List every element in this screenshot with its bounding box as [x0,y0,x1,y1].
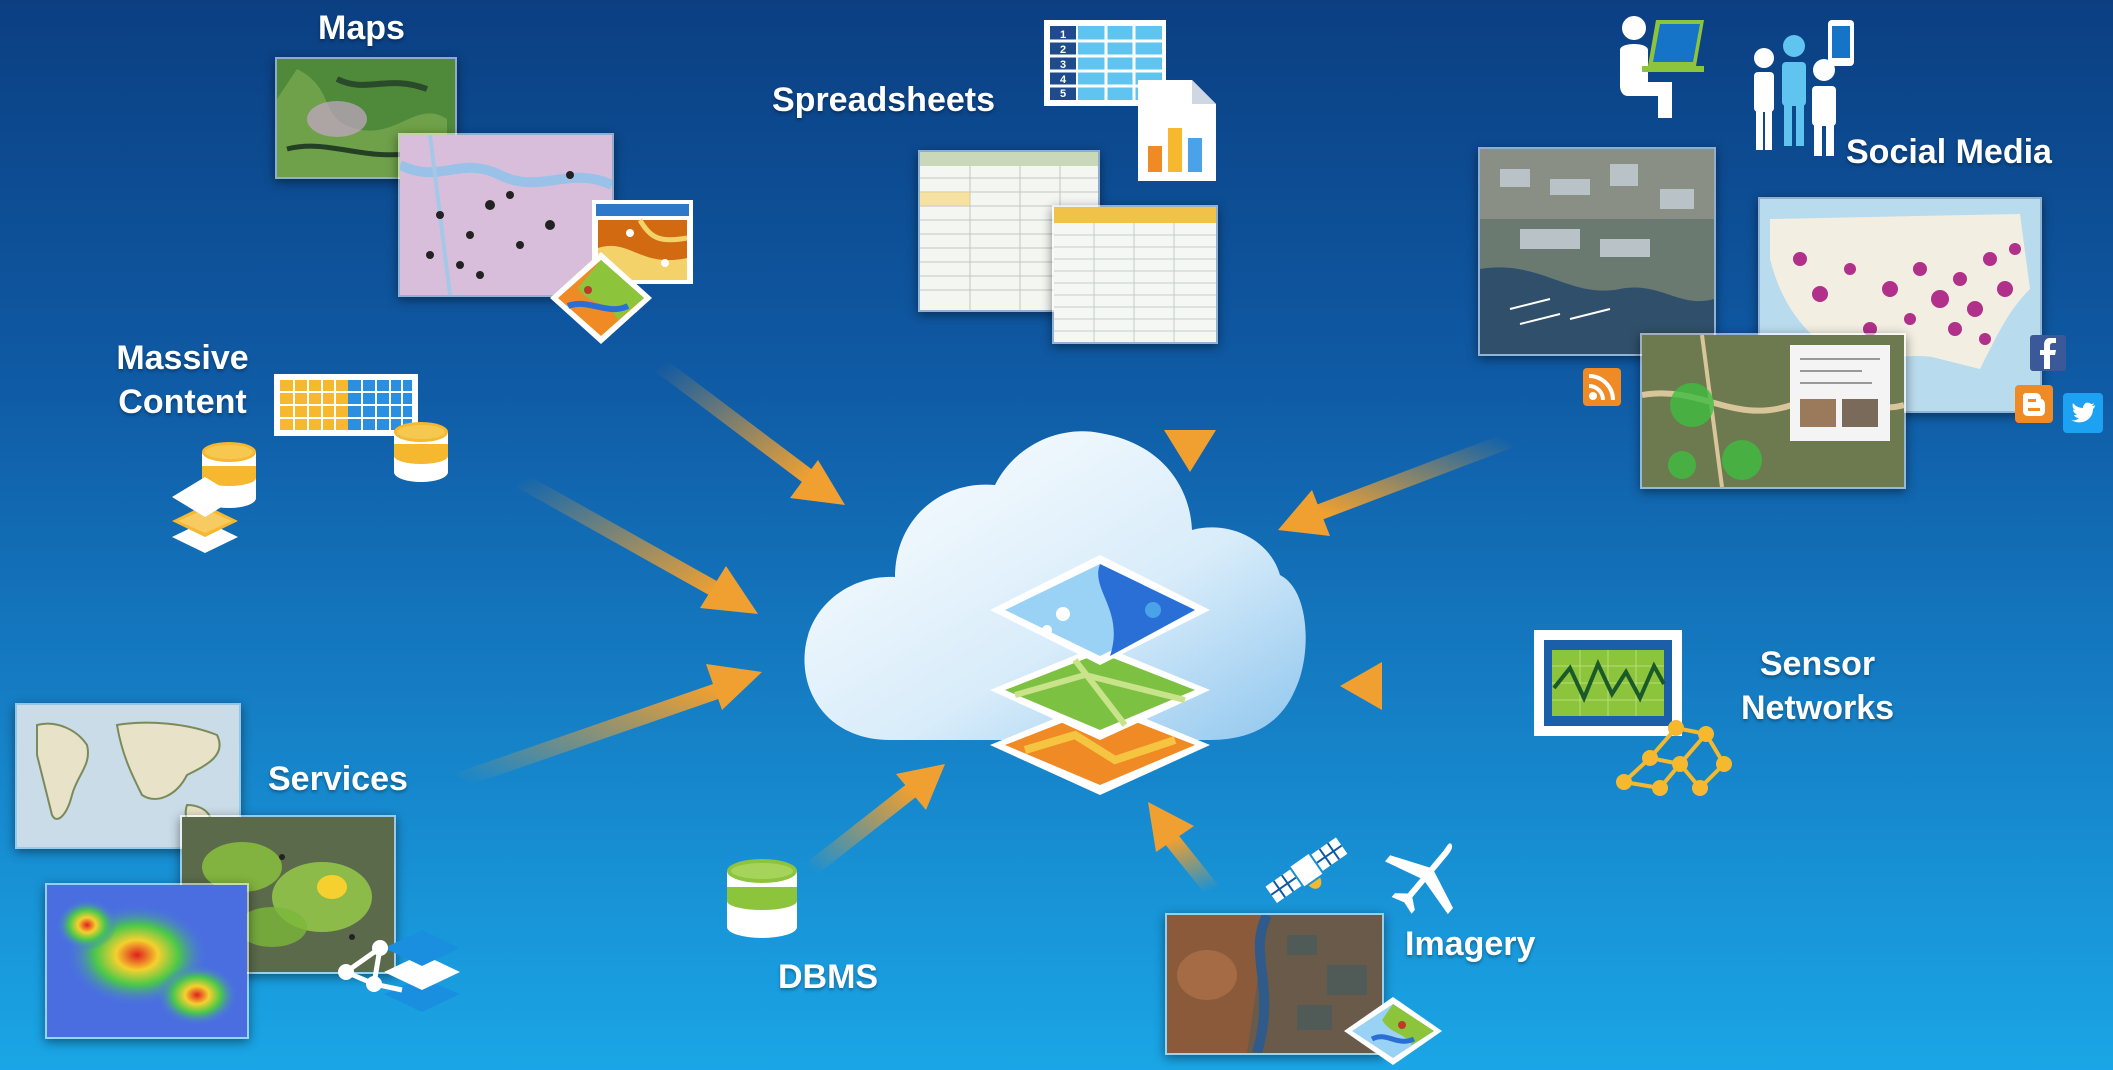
label-sensor-networks-line1: Sensor [1759,645,1876,683]
chart-document-icon [1136,78,1218,183]
satellite-popup-thumbnail [1640,333,1906,489]
arrow-massive-content [516,473,758,614]
database-icon [392,420,450,484]
satellite-imagery-thumbnail [1165,913,1384,1055]
row-number: 3 [1060,59,1066,71]
rss-feed-icon [1583,368,1621,406]
grid-table-icon [272,372,420,438]
label-services: Services [268,760,408,798]
network-nodes-icon [1610,718,1738,798]
facebook-icon [2030,335,2066,371]
label-massive-content-line2: Content [118,383,247,421]
spreadsheet-thumbnail-2 [1052,205,1218,344]
twitter-icon [2063,393,2103,433]
row-number: 1 [1060,29,1066,41]
arrow-dbms [805,764,945,877]
label-imagery: Imagery [1405,925,1536,963]
arrow-imagery [1148,802,1227,905]
monitor-chart-icon [1532,628,1684,738]
world-map-thumbnail [15,703,241,849]
label-sensor-networks-line2: Networks [1740,689,1895,727]
label-dbms: DBMS [778,958,879,996]
heatmap-thumbnail [45,883,249,1039]
row-number: 4 [1060,74,1067,86]
group-people-icon [1750,18,1858,158]
spreadsheet-icon: 1 2 3 4 5 [1042,18,1168,108]
row-number: 2 [1060,44,1066,56]
arrow-sensor-networks [1340,662,1490,710]
row-number: 5 [1060,88,1066,100]
arrow-social-media [1278,432,1513,536]
map-thumbnail-2 [398,133,614,297]
stacked-layers-icon [170,475,240,555]
label-spreadsheets: Spreadsheets [772,81,995,119]
database-icon [725,857,800,940]
satellite-icon [1262,830,1352,912]
label-massive-content-line1: Massive [116,339,249,377]
airplane-icon [1383,832,1473,917]
person-laptop-icon [1612,10,1707,120]
service-layers-icon [332,920,462,1015]
arrow-services [457,664,762,788]
aerial-map-thumbnail [1478,147,1716,356]
map-tile-icon [548,250,654,346]
imagery-map-tile-icon [1342,995,1444,1070]
label-social-media: Social Media [1846,133,2052,171]
blogger-icon [2015,385,2053,423]
layers-icon [985,550,1215,800]
label-maps: Maps [318,9,405,47]
